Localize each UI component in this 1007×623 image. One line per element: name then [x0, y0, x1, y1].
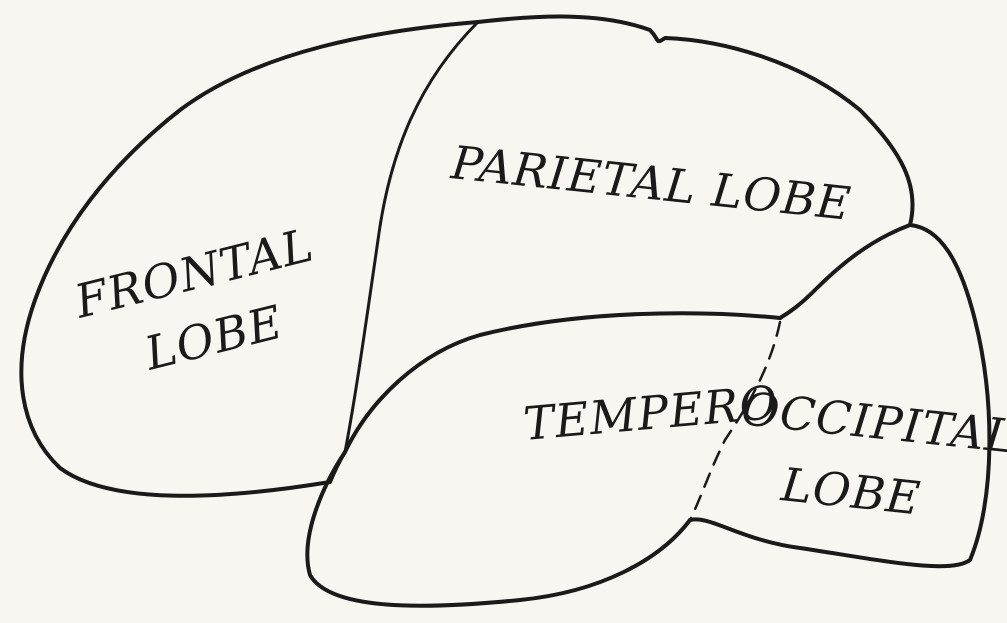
temporal-lobe-outline	[307, 313, 780, 605]
occipital-lobe-label-line2: LOBE	[778, 457, 924, 525]
parietal-lobe-label: PARIETAL LOBE	[448, 135, 854, 231]
occipital-lobe-label-line1: OCCIPITAL	[739, 381, 1007, 464]
frontal-lobe-label-line1: FRONTAL	[69, 217, 319, 329]
central-sulcus-line	[345, 22, 478, 452]
